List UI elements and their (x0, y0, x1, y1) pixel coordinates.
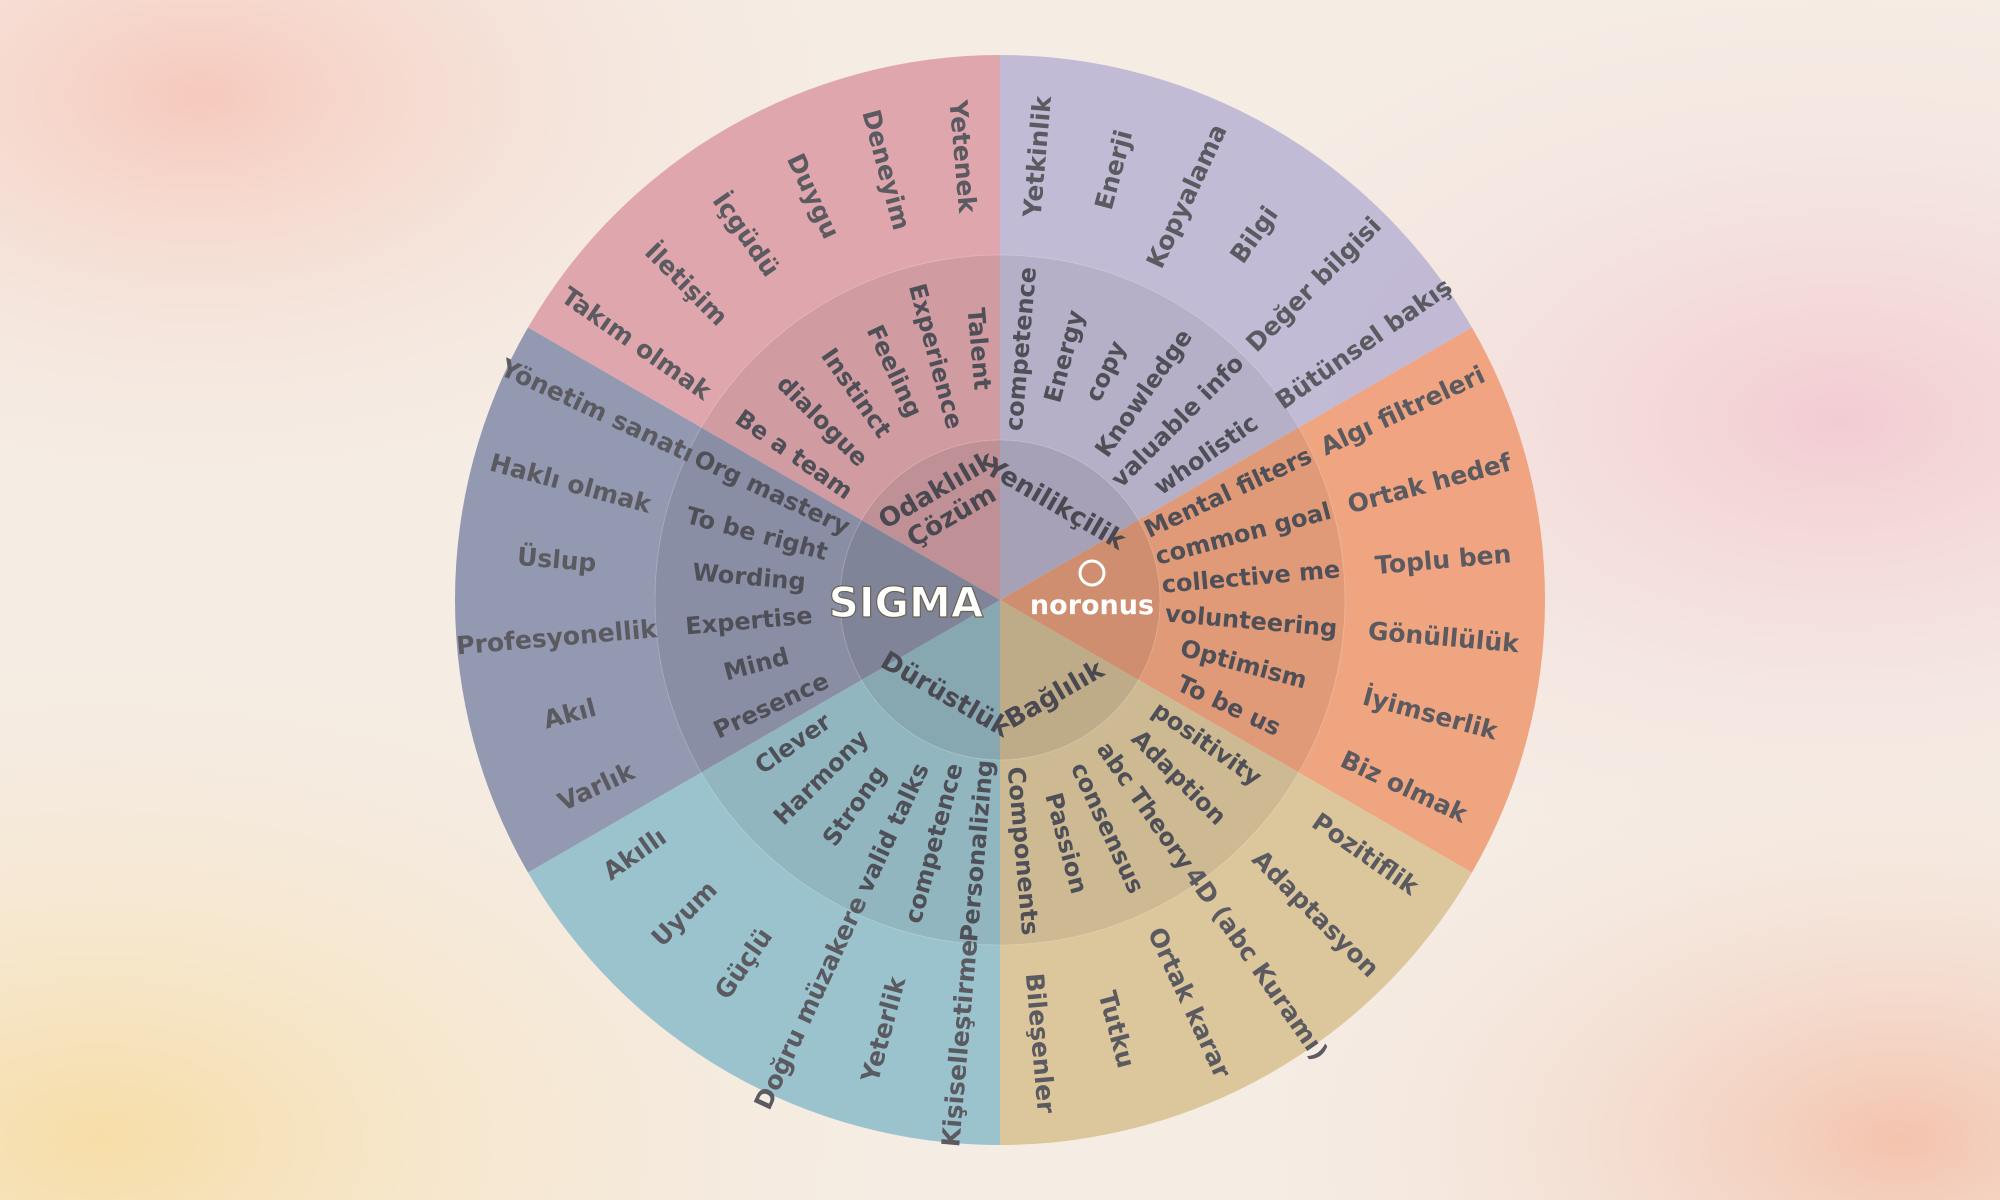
sector-yenilikcilik-center-ring (1000, 440, 1139, 600)
sector-yenilikcilik-middle-ring (1000, 255, 1299, 520)
sector-cozum-center-ring (861, 440, 1000, 600)
sector-yenilikcilik-outer-ring (1000, 55, 1472, 428)
sector-baglilik-center-ring (1000, 520, 1160, 680)
sector-kisisel-center-ring (861, 600, 1000, 760)
sector-baglilik-outer-ring (1298, 327, 1545, 873)
sector-yonetim-center-ring (839, 520, 1000, 680)
noronus-logo-icon (1078, 559, 1106, 587)
sector-kisisel-outer-ring (528, 772, 1000, 1145)
sigma-logo: SIGMA (828, 577, 984, 627)
sector-yonetim-middle-ring (655, 427, 862, 773)
sector-durustluk-center-ring (1000, 600, 1139, 760)
sector-durustluk-middle-ring (1000, 680, 1299, 945)
ring-divider (654, 254, 1346, 946)
sigma-logo-text: SIGMA (829, 578, 984, 627)
sector-cozum-middle-ring (701, 255, 1000, 520)
sector-cozum-outer-ring (528, 55, 1000, 428)
sector-durustluk-outer-ring (1000, 772, 1472, 1145)
sector-yonetim-outer-ring (455, 327, 702, 873)
sector-kisisel-middle-ring (701, 680, 1000, 945)
noronus-logo-text: noronus (1030, 590, 1154, 621)
outer-label: Üslup (516, 541, 598, 578)
sector-baglilik-middle-ring (1138, 427, 1345, 773)
sector-fills (455, 55, 1545, 1145)
ring-divider (839, 439, 1161, 761)
noronus-logo: noronus (1030, 559, 1154, 621)
